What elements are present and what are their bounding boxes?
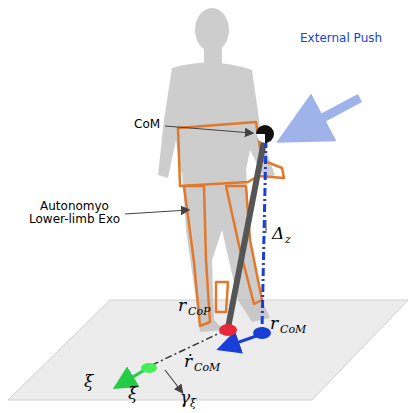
pendulum-rod xyxy=(228,136,265,328)
symbol: ξ xyxy=(84,372,93,391)
person xyxy=(158,8,275,332)
leader-line xyxy=(266,220,267,233)
push-label: External Push xyxy=(300,32,382,45)
subscript: CoP xyxy=(188,306,210,318)
leader-line xyxy=(125,210,188,214)
symbol: r xyxy=(178,296,186,315)
com-dot xyxy=(253,327,271,339)
subscript: CoM xyxy=(194,362,220,374)
symbol: r xyxy=(270,314,278,333)
leader-line xyxy=(165,126,252,133)
symbol: ξ̇ xyxy=(128,384,137,403)
symbol: Δ xyxy=(272,224,284,243)
subscript: ξ xyxy=(190,398,196,410)
subscript: CoM xyxy=(280,324,306,336)
exoskeleton-outline xyxy=(178,122,284,326)
com-ball xyxy=(256,125,274,143)
symbol: γ xyxy=(180,388,190,407)
com-ball xyxy=(256,134,265,143)
exo-label: Autonomyo Lower-limb Exo xyxy=(22,200,127,226)
dcm-dot xyxy=(141,363,157,373)
com-projection xyxy=(262,140,266,330)
leader-line xyxy=(165,370,182,392)
com-label: CoM xyxy=(134,118,160,131)
floor xyxy=(8,300,408,400)
push-arrow xyxy=(300,98,360,130)
subscript: z xyxy=(285,234,291,246)
symbol: ṙ xyxy=(184,352,192,371)
cop-dot xyxy=(219,324,237,336)
